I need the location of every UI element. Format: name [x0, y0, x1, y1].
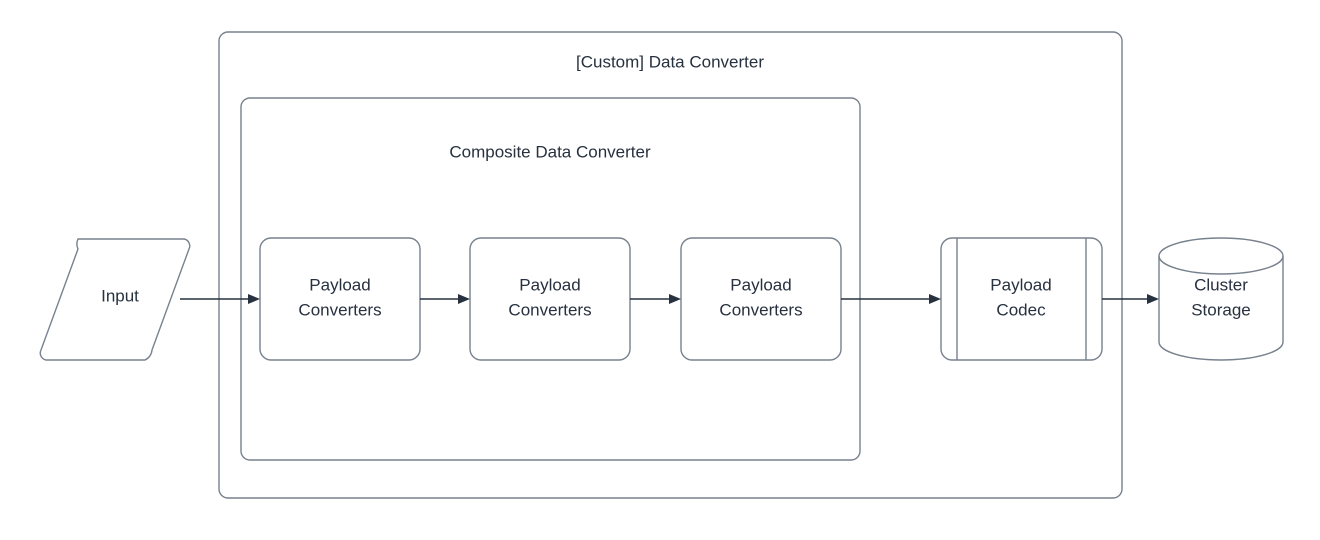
node-input-shape	[39, 238, 191, 361]
container-custom-data-converter[interactable]: [Custom] Data Converter	[218, 31, 1123, 499]
container-composite-data-converter[interactable]: Composite Data Converter	[240, 97, 861, 461]
node-cluster-storage[interactable]: Cluster Storage	[1158, 237, 1284, 361]
connector-payload-converters-2-to-3	[630, 294, 681, 304]
node-cluster-storage-label-line2: Storage	[1191, 300, 1251, 319]
node-payload-converters-2-label-line2: Converters	[508, 300, 591, 319]
node-payload-codec-label-line2: Codec	[996, 300, 1046, 319]
node-input-label: Input	[101, 286, 139, 305]
node-cluster-storage-top-ellipse	[1158, 255, 1284, 275]
node-payload-codec-label-line1: Payload	[990, 275, 1051, 294]
connector-payload-converters-3-to-payload-codec	[841, 294, 941, 304]
node-payload-converters-2[interactable]: Payload Converters	[469, 237, 631, 361]
container-custom-data-converter-outline	[218, 31, 1123, 499]
node-input[interactable]: Input	[39, 238, 191, 361]
connector-input-to-payload-converters-1	[180, 294, 260, 304]
node-payload-converters-3-shape	[680, 237, 842, 361]
node-payload-converters-1[interactable]: Payload Converters	[259, 237, 421, 361]
node-payload-converters-2-shape	[469, 237, 631, 361]
connector-payload-codec-to-cluster-storage	[1102, 294, 1159, 304]
node-payload-converters-1-shape	[259, 237, 421, 361]
connector-payload-converters-1-to-2	[420, 294, 470, 304]
node-payload-converters-1-label-line2: Converters	[298, 300, 381, 319]
node-cluster-storage-body	[1158, 237, 1284, 361]
arrow-head-icon	[248, 294, 260, 304]
arrow-head-icon	[1147, 294, 1159, 304]
container-composite-data-converter-label: Composite Data Converter	[449, 142, 651, 161]
arrow-head-icon	[669, 294, 681, 304]
node-payload-codec[interactable]: Payload Codec	[940, 237, 1103, 361]
node-payload-converters-3[interactable]: Payload Converters	[680, 237, 842, 361]
node-payload-codec-shape	[940, 237, 1103, 361]
node-payload-converters-2-label-line1: Payload	[519, 275, 580, 294]
node-payload-converters-1-label-line1: Payload	[309, 275, 370, 294]
arrow-head-icon	[458, 294, 470, 304]
node-payload-converters-3-label-line1: Payload	[730, 275, 791, 294]
node-payload-converters-3-label-line2: Converters	[719, 300, 802, 319]
node-cluster-storage-label-line1: Cluster	[1194, 275, 1248, 294]
container-composite-data-converter-outline	[240, 97, 861, 461]
container-custom-data-converter-label: [Custom] Data Converter	[576, 52, 764, 71]
arrow-head-icon	[929, 294, 941, 304]
